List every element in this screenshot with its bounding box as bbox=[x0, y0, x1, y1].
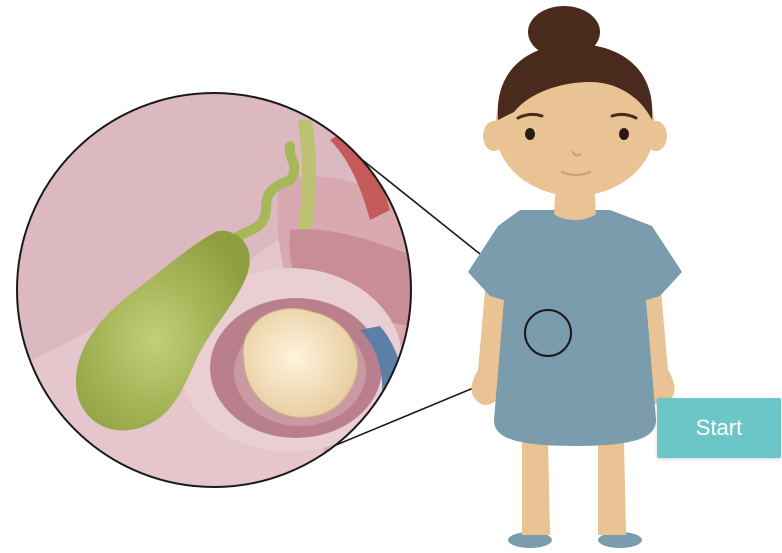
patient-left-eye bbox=[525, 128, 535, 140]
start-button[interactable]: Start bbox=[657, 398, 781, 458]
patient-left-leg bbox=[522, 440, 550, 535]
gallbladder-illustration bbox=[10, 80, 430, 500]
patient-right-leg bbox=[598, 440, 626, 535]
patient-right-eye bbox=[619, 128, 629, 140]
patient-illustration bbox=[468, 6, 682, 548]
